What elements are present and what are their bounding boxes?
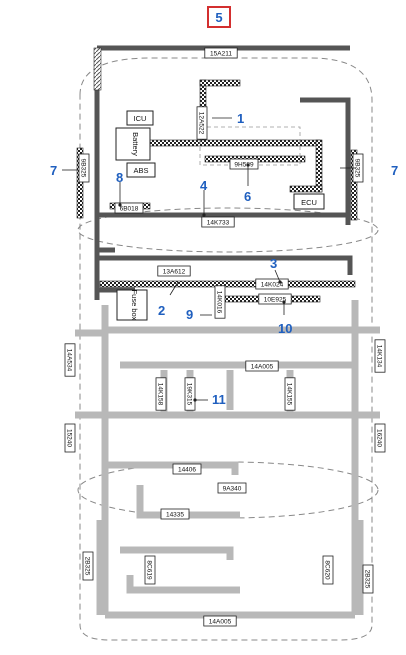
connector-label: 14K733 bbox=[207, 219, 230, 226]
antenna-lead bbox=[93, 47, 102, 91]
connector-label: 9B325 bbox=[80, 159, 87, 178]
connector-tag: 14K024 bbox=[255, 278, 289, 290]
svg-text:ABS: ABS bbox=[133, 166, 148, 175]
callout-label: 10 bbox=[278, 321, 292, 336]
connector-label: 6B018 bbox=[120, 205, 139, 212]
callout-label: 7 bbox=[50, 163, 57, 178]
connector-tag: 14335 bbox=[160, 508, 190, 520]
connector-tag: 2B325 bbox=[82, 551, 94, 581]
battery-box: Battery bbox=[115, 127, 151, 161]
rear-harness-light bbox=[75, 300, 380, 619]
callout-label: 11 bbox=[212, 392, 226, 407]
callout-label: 3 bbox=[270, 256, 277, 271]
connector-tag: 8C620 bbox=[322, 555, 334, 585]
callout-label: 6 bbox=[244, 189, 251, 204]
connector-tag: 16240 bbox=[374, 423, 386, 453]
connector-label: 2B325 bbox=[84, 557, 91, 576]
callout-label: 9 bbox=[186, 307, 193, 322]
connector-tag: 14A005 bbox=[245, 360, 279, 372]
connector-tag: 12A522 bbox=[196, 106, 208, 140]
connector-label: 14K024 bbox=[261, 281, 284, 288]
connector-tag: 14K016 bbox=[214, 285, 226, 319]
connector-label: 9B325 bbox=[354, 159, 361, 178]
connector-tag: 8C619 bbox=[144, 555, 156, 585]
svg-text:Fuse box: Fuse box bbox=[130, 290, 139, 321]
connector-label: 15240 bbox=[66, 429, 73, 447]
svg-text:5: 5 bbox=[215, 10, 222, 25]
callout-label: 4 bbox=[200, 178, 208, 193]
callout-label: 2 bbox=[158, 303, 165, 318]
connector-tag: 9B325 bbox=[78, 153, 90, 183]
icu-box: ICU bbox=[126, 110, 154, 126]
connector-label: 19K315 bbox=[186, 383, 193, 406]
highlight-callout: 5 bbox=[207, 6, 231, 28]
connector-label: 2B325 bbox=[364, 570, 371, 589]
connector-label: 9H589 bbox=[234, 161, 254, 168]
fuse-box: Fuse box bbox=[116, 289, 148, 321]
callout-labels: 1 2 3 4 6 7 7 8 9 10 11 bbox=[50, 111, 398, 407]
connector-tag: 14406 bbox=[172, 463, 202, 475]
connector-tag: 2B325 bbox=[362, 564, 374, 594]
connector-tag: 14K733 bbox=[201, 216, 235, 228]
svg-text:ICU: ICU bbox=[134, 114, 147, 123]
connector-tag: 15240 bbox=[64, 423, 76, 453]
svg-text:Battery: Battery bbox=[131, 132, 140, 156]
connector-label: 16240 bbox=[376, 429, 383, 447]
connector-tag: 14A534 bbox=[64, 343, 76, 377]
connector-label: 14K134 bbox=[376, 345, 383, 368]
connector-label: 8C619 bbox=[146, 560, 153, 580]
connector-label: 8C620 bbox=[324, 560, 331, 580]
connector-tag: 14K134 bbox=[374, 339, 386, 373]
connector-tag: 10E925 bbox=[258, 293, 292, 305]
connector-label: 15A211 bbox=[210, 50, 232, 57]
connector-label: 14335 bbox=[166, 511, 184, 518]
connector-label: 13A612 bbox=[163, 268, 186, 275]
connector-label: 14K155 bbox=[286, 383, 293, 406]
connector-tag: 9A340 bbox=[217, 482, 247, 494]
checker-harness-segments bbox=[76, 79, 358, 303]
connector-label: 14K016 bbox=[216, 291, 223, 314]
callout-label: 7 bbox=[391, 163, 398, 178]
connector-label: 9A340 bbox=[223, 485, 242, 492]
callout-leaders bbox=[62, 117, 356, 401]
connector-tag: 19K315 bbox=[184, 377, 196, 411]
engine-bay-area bbox=[199, 126, 301, 166]
callout-label: 1 bbox=[237, 111, 244, 126]
connector-label: 14A005 bbox=[251, 363, 274, 370]
connector-label: 14A534 bbox=[66, 349, 73, 372]
connector-tag: 6B018 bbox=[114, 202, 144, 214]
connector-tag: 9H589 bbox=[229, 158, 259, 170]
connector-tag: 14K158 bbox=[155, 377, 167, 411]
svg-text:ECU: ECU bbox=[301, 198, 317, 207]
callout-leader-dots bbox=[118, 163, 286, 402]
connector-tag: 13A612 bbox=[157, 265, 191, 277]
connector-label: 14A005 bbox=[209, 618, 232, 625]
connector-label: 14K158 bbox=[157, 383, 164, 406]
connector-label: 14406 bbox=[178, 466, 196, 473]
connector-label: 12A522 bbox=[198, 112, 205, 135]
ecu-box: ECU bbox=[293, 193, 325, 210]
connector-tag: 14K155 bbox=[284, 377, 296, 411]
connector-tag: 14A005 bbox=[203, 615, 237, 627]
callout-label: 8 bbox=[116, 170, 123, 185]
connector-tag: 15A211 bbox=[204, 47, 238, 59]
abs-box: ABS bbox=[126, 162, 156, 178]
connector-label: 10E925 bbox=[264, 296, 287, 303]
